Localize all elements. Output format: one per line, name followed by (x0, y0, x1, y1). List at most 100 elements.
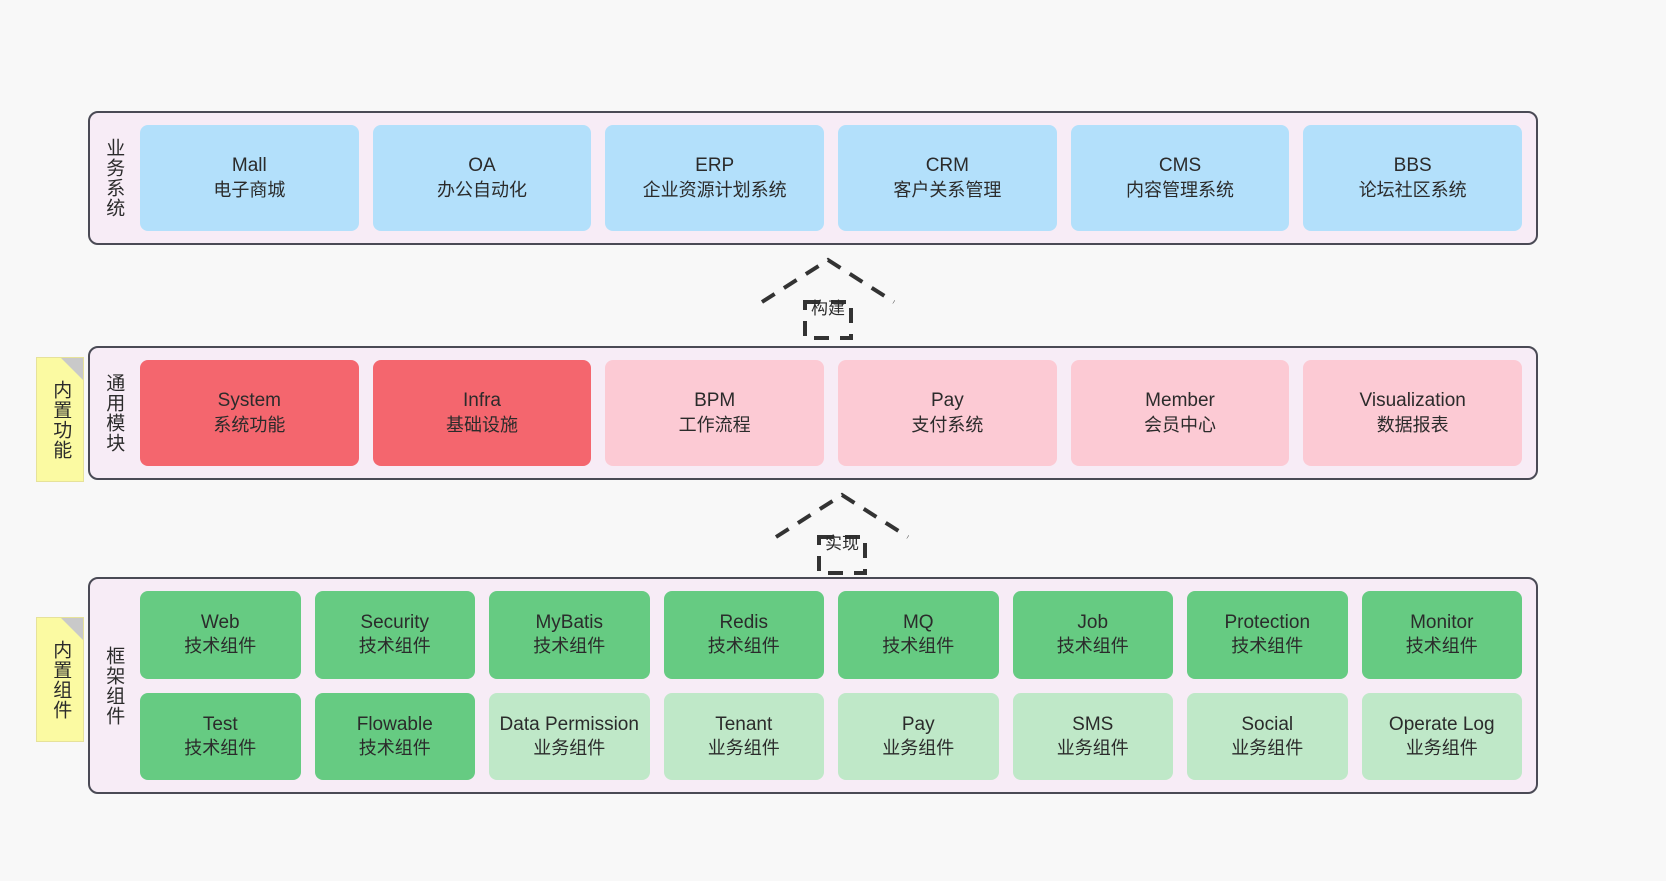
card-subtitle: 内容管理系统 (1126, 179, 1235, 200)
card-sms[interactable]: SMS 业务组件 (1012, 692, 1173, 780)
module-card-list: System 系统功能 Infra 基础设施 BPM 工作流程 Pay 支付系统… (136, 348, 1536, 478)
card-subtitle: 业务组件 (1056, 737, 1129, 758)
card-subtitle: 技术组件 (533, 636, 606, 657)
card-title: Tenant (715, 713, 773, 735)
card-title: MyBatis (535, 612, 604, 634)
card-title: ERP (695, 155, 735, 177)
business-card-list: Mall 电子商城 OA 办公自动化 ERP 企业资源计划系统 CRM 客户关系… (136, 113, 1536, 243)
card-infra[interactable]: Infra 基础设施 (372, 360, 592, 466)
card-title: Mall (231, 155, 267, 177)
card-web[interactable]: Web 技术组件 (140, 591, 301, 679)
card-title: MQ (902, 612, 934, 634)
framework-card-row-tech: Web 技术组件 Security 技术组件 MyBatis 技术组件 Redi… (140, 591, 1522, 679)
card-title: Operate Log (1388, 713, 1495, 735)
card-title: Test (202, 713, 238, 735)
card-subtitle: 业务组件 (533, 737, 606, 758)
card-member[interactable]: Member 会员中心 (1070, 360, 1290, 466)
card-system[interactable]: System 系统功能 (140, 360, 359, 466)
card-subtitle: 系统功能 (213, 414, 286, 435)
note-builtin-function-label: 内置功能 (50, 379, 72, 460)
card-subtitle: 会员中心 (1144, 414, 1217, 435)
business-card-row: Mall 电子商城 OA 办公自动化 ERP 企业资源计划系统 CRM 客户关系… (140, 125, 1523, 231)
card-cms[interactable]: CMS 内容管理系统 (1070, 125, 1290, 231)
card-subtitle: 技术组件 (1231, 636, 1304, 657)
framework-card-row-business: Test 技术组件 Flowable 技术组件 Data Permission … (140, 692, 1522, 780)
card-title: Flowable (356, 713, 433, 735)
card-title: Infra (462, 390, 502, 412)
card-title: Web (200, 612, 240, 634)
card-security[interactable]: Security 技术组件 (314, 591, 475, 679)
card-subtitle: 业务组件 (1231, 737, 1304, 758)
card-crm[interactable]: CRM 客户关系管理 (838, 125, 1057, 231)
card-subtitle: 电子商城 (213, 179, 286, 200)
card-mybatis[interactable]: MyBatis 技术组件 (489, 591, 650, 679)
card-subtitle: 技术组件 (1056, 636, 1129, 657)
note-builtin-component-label: 内置组件 (50, 639, 72, 720)
card-title: Pay (901, 713, 935, 735)
card-tenant[interactable]: Tenant 业务组件 (663, 692, 824, 780)
note-fold-corner-icon (61, 358, 83, 380)
card-erp[interactable]: ERP 企业资源计划系统 (605, 125, 825, 231)
card-subtitle: 技术组件 (707, 636, 780, 657)
card-subtitle: 技术组件 (1405, 636, 1478, 657)
card-title: Pay (930, 390, 964, 412)
card-subtitle: 技术组件 (882, 636, 955, 657)
card-pay-business[interactable]: Pay 业务组件 (838, 692, 999, 780)
card-title: Social (1241, 713, 1294, 735)
card-mall[interactable]: Mall 电子商城 (140, 125, 359, 231)
layer-business-system: 业务系统 Mall 电子商城 OA 办公自动化 ERP 企业资源计划系统 CRM… (88, 111, 1538, 245)
card-redis[interactable]: Redis 技术组件 (663, 591, 824, 679)
card-visualization[interactable]: Visualization 数据报表 (1303, 360, 1523, 466)
card-title: System (217, 390, 282, 412)
connector-build: 构建 (760, 256, 896, 340)
card-social[interactable]: Social 业务组件 (1187, 692, 1348, 780)
card-subtitle: 技术组件 (184, 737, 257, 758)
layer-framework-component-label: 框架组件 (103, 645, 125, 726)
module-card-row: System 系统功能 Infra 基础设施 BPM 工作流程 Pay 支付系统… (140, 360, 1523, 466)
card-monitor[interactable]: Monitor 技术组件 (1361, 591, 1522, 679)
card-protection[interactable]: Protection 技术组件 (1187, 591, 1348, 679)
card-title: Monitor (1410, 612, 1474, 634)
card-title: Data Permission (499, 713, 639, 735)
card-pay[interactable]: Pay 支付系统 (838, 360, 1057, 466)
card-title: Redis (719, 612, 769, 634)
card-data-permission[interactable]: Data Permission 业务组件 (489, 692, 650, 780)
card-bbs[interactable]: BBS 论坛社区系统 (1303, 125, 1523, 231)
card-subtitle: 办公自动化 (437, 179, 527, 200)
note-builtin-component: 内置组件 (36, 617, 84, 742)
card-title: Member (1145, 390, 1215, 412)
card-subtitle: 业务组件 (1405, 737, 1478, 758)
generalization-arrow-icon (774, 492, 910, 575)
card-subtitle: 客户关系管理 (893, 179, 1002, 200)
card-mq[interactable]: MQ 技术组件 (838, 591, 999, 679)
card-subtitle: 工作流程 (678, 414, 751, 435)
card-subtitle: 业务组件 (882, 737, 955, 758)
layer-common-module-label: 通用模块 (103, 373, 125, 453)
card-job[interactable]: Job 技术组件 (1012, 591, 1173, 679)
card-bpm[interactable]: BPM 工作流程 (605, 360, 825, 466)
card-title: OA (468, 155, 496, 177)
card-title: Protection (1224, 612, 1311, 634)
card-oa[interactable]: OA 办公自动化 (372, 125, 592, 231)
card-test[interactable]: Test 技术组件 (140, 692, 301, 780)
card-subtitle: 技术组件 (358, 636, 431, 657)
card-subtitle: 技术组件 (358, 737, 431, 758)
card-subtitle: 基础设施 (446, 414, 518, 435)
card-subtitle: 支付系统 (911, 414, 984, 435)
layer-business-system-label: 业务系统 (103, 138, 125, 218)
card-title: Security (360, 612, 430, 634)
card-flowable[interactable]: Flowable 技术组件 (314, 692, 475, 780)
note-fold-corner-icon (61, 618, 83, 640)
card-subtitle: 技术组件 (184, 636, 257, 657)
generalization-arrow-icon (760, 257, 896, 340)
card-title: Visualization (1359, 390, 1466, 412)
card-title: SMS (1072, 713, 1114, 735)
card-title: CMS (1158, 155, 1202, 177)
card-operate-log[interactable]: Operate Log 业务组件 (1361, 692, 1522, 780)
card-title: CRM (925, 155, 969, 177)
card-subtitle: 企业资源计划系统 (642, 179, 787, 200)
connector-implement: 实现 (774, 491, 910, 575)
note-builtin-function: 内置功能 (36, 357, 84, 482)
card-subtitle: 业务组件 (707, 737, 780, 758)
